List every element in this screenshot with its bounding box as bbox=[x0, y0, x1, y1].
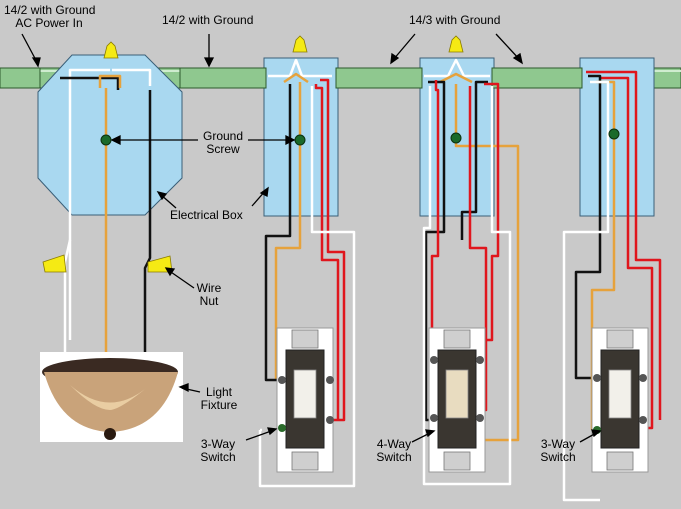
switch-3way-left bbox=[276, 327, 334, 473]
wire-nut-ceiling-top bbox=[103, 41, 119, 59]
cable-14-2-label: 14/2 with Ground bbox=[162, 13, 254, 27]
switch-3way-left-label: 3-Way Switch bbox=[196, 438, 240, 464]
electrical-box-ceiling bbox=[37, 54, 183, 216]
power-in-label: 14/2 with Ground AC Power In bbox=[4, 3, 96, 30]
cable-14-3-label: 14/3 with Ground bbox=[409, 13, 501, 27]
ground-screw-box3 bbox=[608, 128, 620, 140]
wire-nut-box2 bbox=[448, 35, 464, 53]
switch-3way-right-text-2: Switch bbox=[540, 450, 576, 464]
box1-wires bbox=[258, 58, 356, 488]
switch-3way-left-text-2: Switch bbox=[200, 450, 236, 464]
power-in-cable-text: 14/2 with Ground bbox=[4, 3, 96, 17]
electrical-box-label: Electrical Box bbox=[170, 208, 243, 222]
ground-screw-label: Ground Screw bbox=[198, 130, 248, 156]
switch-3way-left-text-1: 3-Way bbox=[200, 437, 236, 451]
wire-nut-text-1: Wire bbox=[196, 281, 222, 295]
ground-screw-ceiling bbox=[100, 134, 112, 146]
ground-screw-text-1: Ground bbox=[202, 129, 244, 143]
box3-wires bbox=[562, 70, 662, 502]
switch-3way-right-text-1: 3-Way bbox=[540, 437, 576, 451]
ground-screw-box1 bbox=[294, 134, 306, 146]
switch-4way-text-1: 4-Way bbox=[376, 437, 412, 451]
switch-4way-text-2: Switch bbox=[376, 450, 412, 464]
switch-3way-right-label: 3-Way Switch bbox=[536, 438, 580, 464]
switch-3way-right bbox=[591, 327, 649, 473]
wire-nut-fixture-white bbox=[42, 254, 67, 273]
light-fixture-text-2: Fixture bbox=[200, 398, 238, 412]
switch-4way-label: 4-Way Switch bbox=[372, 438, 416, 464]
light-fixture-label: Light Fixture bbox=[196, 386, 242, 412]
light-fixture-text-1: Light bbox=[205, 385, 233, 399]
ground-screw-text-2: Screw bbox=[206, 142, 240, 156]
wire-nut-label: Wire Nut bbox=[194, 282, 224, 308]
annotation-pointers bbox=[21, 33, 602, 443]
ground-screw-box2 bbox=[450, 132, 462, 144]
power-in-ac-text: AC Power In bbox=[15, 16, 83, 30]
wire-nut-text-2: Nut bbox=[199, 294, 219, 308]
wire-nut-box1 bbox=[292, 35, 308, 53]
switch-4way bbox=[428, 327, 486, 473]
light-fixture bbox=[40, 352, 183, 442]
